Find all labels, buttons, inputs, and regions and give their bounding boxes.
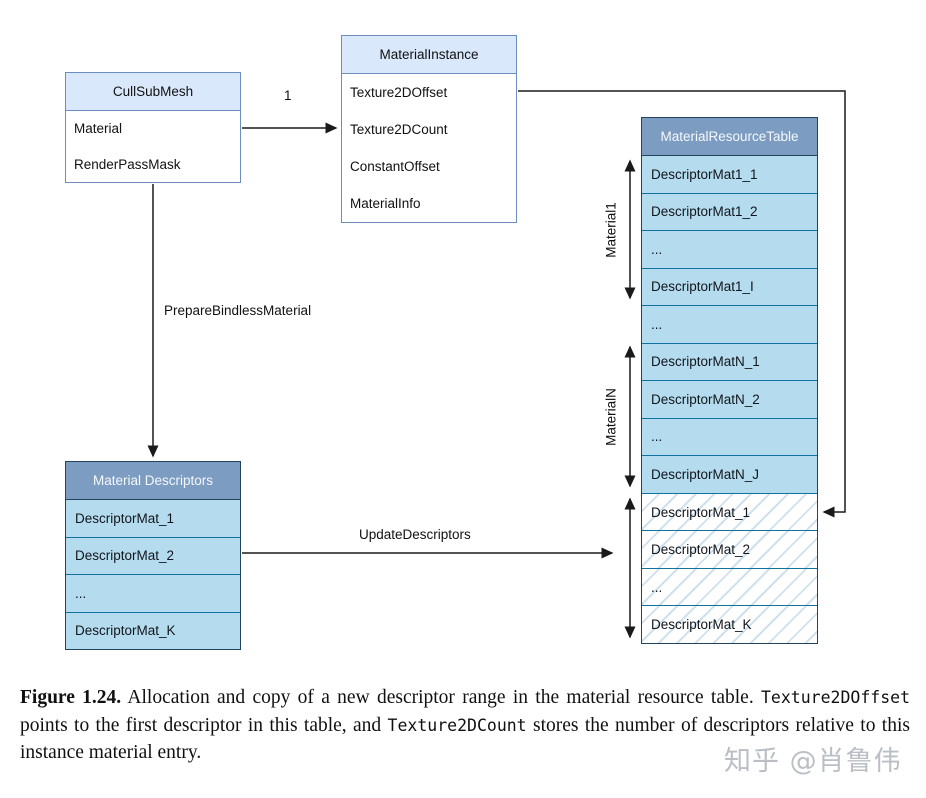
class-box-materialinstance: MaterialInstance Texture2DOffset Texture… xyxy=(341,35,517,223)
class-box-cullsubmesh: CullSubMesh Material RenderPassMask xyxy=(65,72,241,183)
material-descriptors-rows: DescriptorMat_1 DescriptorMat_2 ... Desc… xyxy=(66,500,240,649)
table-row-new-range: DescriptorMat_2 xyxy=(642,530,817,568)
field-renderpassmask: RenderPassMask xyxy=(74,156,181,172)
table-row-new-range: ... xyxy=(642,567,817,606)
table-row: DescriptorMat_1 xyxy=(66,500,240,537)
table-row: DescriptorMatN_1 xyxy=(642,342,817,381)
materialN-range-label: MaterialN xyxy=(603,388,619,446)
materialinstance-body: Texture2DOffset Texture2DCount ConstantO… xyxy=(342,74,516,222)
caption-code-texture2dcount: Texture2DCount xyxy=(387,715,527,735)
table-row: DescriptorMatN_J xyxy=(642,455,817,493)
figure-number: Figure 1.24. xyxy=(20,687,122,708)
table-row: ... xyxy=(642,230,817,268)
zhihu-watermark: 知乎 @肖鲁伟 xyxy=(724,746,902,777)
cullsubmesh-title: CullSubMesh xyxy=(66,73,240,111)
table-material-descriptors: Material Descriptors DescriptorMat_1 Des… xyxy=(65,461,241,650)
table-row: DescriptorMatN_2 xyxy=(642,380,817,418)
field-texture2doffset: Texture2DOffset xyxy=(350,85,448,100)
figure-caption: Figure 1.24. Allocation and copy of a ne… xyxy=(20,684,910,767)
cullsubmesh-body: Material RenderPassMask xyxy=(66,111,240,182)
table-row: DescriptorMat_K xyxy=(66,611,240,649)
table-row: ... xyxy=(642,417,817,456)
table-row: DescriptorMat1_2 xyxy=(642,192,817,231)
table-row: ... xyxy=(66,574,240,612)
table-row: ... xyxy=(642,305,817,343)
table-material-resource: MaterialResourceTable DescriptorMat1_1 D… xyxy=(641,117,818,644)
table-row: DescriptorMat1_1 xyxy=(642,156,817,193)
caption-text: points to the first descriptor in this t… xyxy=(20,714,382,736)
material1-range-label: Material1 xyxy=(603,202,619,258)
table-row: DescriptorMat1_I xyxy=(642,267,817,306)
material-resource-table-title: MaterialResourceTable xyxy=(642,118,817,156)
caption-text: stores the number of descriptors relativ… xyxy=(20,714,910,764)
table-row: DescriptorMat_2 xyxy=(66,536,240,574)
field-material: Material xyxy=(74,121,123,137)
update-descriptors-label: UpdateDescriptors xyxy=(359,527,471,542)
caption-code-texture2doffset: Texture2DOffset xyxy=(761,688,911,707)
table-row-new-range: DescriptorMat_1 xyxy=(642,492,817,531)
material-descriptors-title: Material Descriptors xyxy=(66,462,240,500)
field-constantoffset: ConstantOffset xyxy=(350,159,440,174)
material-resource-rows: DescriptorMat1_1 DescriptorMat1_2 ... De… xyxy=(642,156,817,643)
prepare-bindless-material-label: PrepareBindlessMaterial xyxy=(164,303,312,318)
table-row-new-range: DescriptorMat_K xyxy=(642,605,817,643)
caption-text: Allocation and copy of a new descriptor … xyxy=(127,687,754,708)
field-texture2dcount: Texture2DCount xyxy=(350,122,448,137)
materialinstance-title: MaterialInstance xyxy=(342,36,516,74)
multiplicity-label: 1 xyxy=(284,88,292,103)
field-materialinfo: MaterialInfo xyxy=(350,196,421,211)
